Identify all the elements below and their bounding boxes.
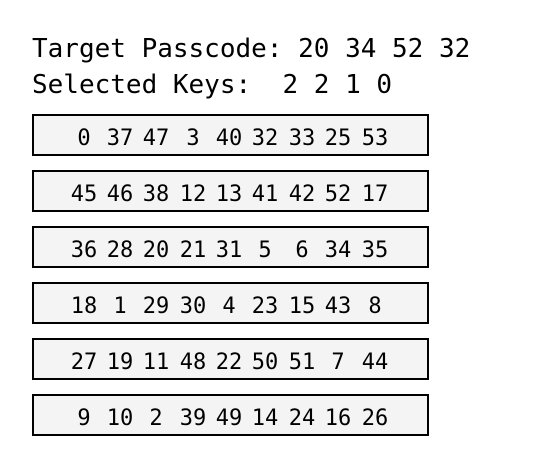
key-cell[interactable]: 40 bbox=[215, 126, 243, 151]
key-cell[interactable]: 41 bbox=[251, 182, 279, 207]
key-cell[interactable]: 23 bbox=[251, 294, 279, 319]
key-cell[interactable]: 39 bbox=[179, 406, 207, 431]
target-passcode-line: Target Passcode: 20 34 52 32 bbox=[32, 34, 470, 64]
key-cell[interactable]: 51 bbox=[288, 350, 316, 375]
key-cell[interactable]: 32 bbox=[251, 126, 279, 151]
key-cell[interactable]: 52 bbox=[324, 182, 352, 207]
key-cell[interactable]: 14 bbox=[251, 406, 279, 431]
key-cell[interactable]: 27 bbox=[70, 350, 98, 375]
key-row-3[interactable]: 18 1 29 30 4 23 15 43 8 bbox=[32, 282, 429, 324]
key-cell[interactable]: 29 bbox=[142, 294, 170, 319]
key-row-4[interactable]: 27 19 11 48 22 50 51 7 44 bbox=[32, 338, 429, 380]
target-passcode-values: 20 34 52 32 bbox=[298, 34, 471, 64]
key-cell[interactable]: 36 bbox=[70, 238, 98, 263]
key-cell[interactable]: 33 bbox=[288, 126, 316, 151]
key-cell[interactable]: 28 bbox=[106, 238, 134, 263]
key-cell[interactable]: 24 bbox=[288, 406, 316, 431]
key-cell[interactable]: 26 bbox=[361, 406, 389, 431]
key-cell[interactable]: 47 bbox=[142, 126, 170, 151]
key-cell[interactable]: 35 bbox=[361, 238, 389, 263]
key-cell[interactable]: 0 bbox=[77, 126, 91, 151]
key-cell[interactable]: 38 bbox=[142, 182, 170, 207]
target-passcode-label: Target Passcode: bbox=[32, 34, 283, 64]
selected-keys-label: Selected Keys: bbox=[32, 70, 252, 100]
key-cell[interactable]: 19 bbox=[106, 350, 134, 375]
key-cell[interactable]: 8 bbox=[368, 294, 382, 319]
key-cell[interactable]: 31 bbox=[215, 238, 243, 263]
key-cell[interactable]: 16 bbox=[324, 406, 352, 431]
key-cell[interactable]: 34 bbox=[324, 238, 352, 263]
key-cell[interactable]: 37 bbox=[106, 126, 134, 151]
key-cell[interactable]: 13 bbox=[215, 182, 243, 207]
key-cell[interactable]: 9 bbox=[77, 406, 91, 431]
selected-keys-values: 2 2 1 0 bbox=[282, 70, 393, 100]
key-cell[interactable]: 3 bbox=[186, 126, 200, 151]
key-row-1[interactable]: 45 46 38 12 13 41 42 52 17 bbox=[32, 170, 429, 212]
key-cell[interactable]: 42 bbox=[288, 182, 316, 207]
key-cell[interactable]: 6 bbox=[295, 238, 309, 263]
key-cell[interactable]: 18 bbox=[70, 294, 98, 319]
key-cell[interactable]: 17 bbox=[361, 182, 389, 207]
key-cell[interactable]: 21 bbox=[179, 238, 207, 263]
key-cell[interactable]: 25 bbox=[324, 126, 352, 151]
key-cell[interactable]: 20 bbox=[142, 238, 170, 263]
key-cell[interactable]: 44 bbox=[361, 350, 389, 375]
key-cell[interactable]: 1 bbox=[113, 294, 127, 319]
key-row-5[interactable]: 9 10 2 39 49 14 24 16 26 bbox=[32, 394, 429, 436]
key-cell[interactable]: 43 bbox=[324, 294, 352, 319]
key-cell[interactable]: 49 bbox=[215, 406, 243, 431]
key-cell[interactable]: 7 bbox=[331, 350, 345, 375]
key-cell[interactable]: 5 bbox=[258, 238, 272, 263]
key-row-0[interactable]: 0 37 47 3 40 32 33 25 53 bbox=[32, 114, 429, 156]
key-cell[interactable]: 10 bbox=[106, 406, 134, 431]
key-cell[interactable]: 11 bbox=[142, 350, 170, 375]
key-cell[interactable]: 46 bbox=[106, 182, 134, 207]
key-cell[interactable]: 2 bbox=[149, 406, 163, 431]
key-cell[interactable]: 48 bbox=[179, 350, 207, 375]
key-cell[interactable]: 30 bbox=[179, 294, 207, 319]
key-cell[interactable]: 15 bbox=[288, 294, 316, 319]
key-cell[interactable]: 12 bbox=[179, 182, 207, 207]
key-cell[interactable]: 4 bbox=[222, 294, 236, 319]
selected-keys-line: Selected Keys: 2 2 1 0 bbox=[32, 70, 392, 100]
key-cell[interactable]: 53 bbox=[361, 126, 389, 151]
key-cell[interactable]: 50 bbox=[251, 350, 279, 375]
key-cell[interactable]: 22 bbox=[215, 350, 243, 375]
key-cell[interactable]: 45 bbox=[70, 182, 98, 207]
